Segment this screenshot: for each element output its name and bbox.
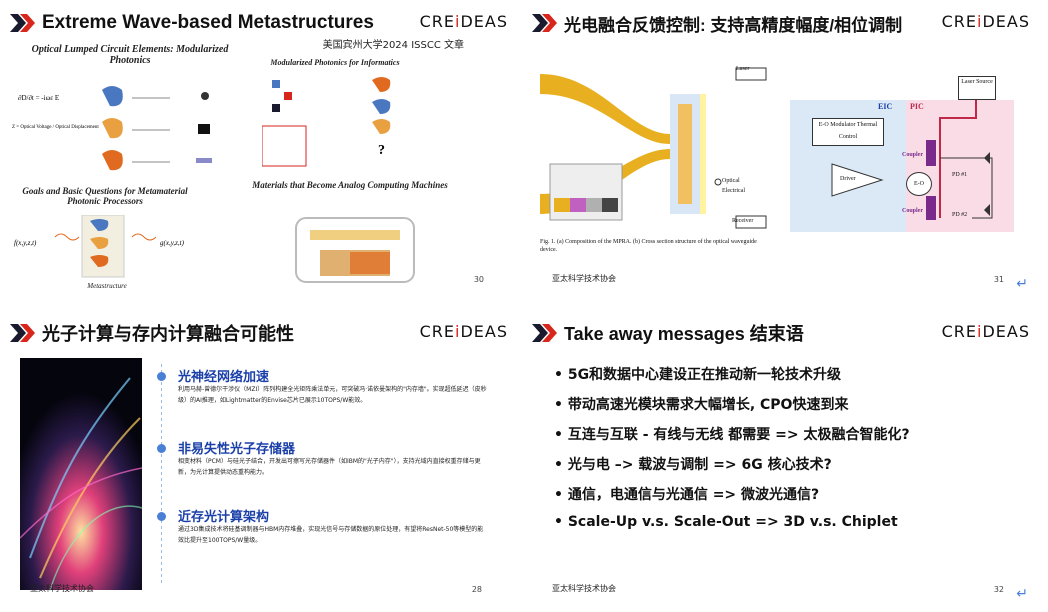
return-icon: ↵ bbox=[1016, 586, 1028, 602]
logo-text: CREiDEAS bbox=[419, 322, 508, 341]
coupler-bottom-shape bbox=[926, 196, 936, 220]
page-number: 28 bbox=[471, 585, 482, 594]
pd2-label: PD #2 bbox=[952, 212, 968, 218]
item-body: 通过3D集成技术将硅基调制器与HBM内存堆叠，实现光信号与存储数据的原位处理，有… bbox=[178, 526, 484, 544]
bullet-item: • Scale-Up v.s. Scale-Out => 3D v.s. Chi… bbox=[554, 514, 898, 530]
slide-2: 光电融合反馈控制: 支持高精度幅度/相位调制 CREiDEAS Laser Re… bbox=[522, 0, 1036, 296]
item-body: 利用马赫-曾德尔干涉仪（MZI）阵列构建全光矩阵乘法单元，可突破冯·诺依曼架构的… bbox=[178, 386, 487, 404]
bullet-item: • 通信，电通信与光通信 => 微波光通信? bbox=[554, 487, 820, 503]
pic-region bbox=[906, 100, 1014, 232]
chevron-icon bbox=[10, 322, 36, 344]
optical-fiber-photo bbox=[20, 358, 142, 590]
chevron-icon bbox=[10, 12, 36, 34]
slide-subtitle: 美国宾州大学2024 ISSCC 文章 bbox=[322, 40, 464, 51]
slide-3-title-row: 光子计算与存内计算融合可能性 bbox=[10, 320, 294, 346]
svg-text:f(x,y,z,t): f(x,y,z,t) bbox=[14, 239, 37, 247]
slide-2-title-row: 光电融合反馈控制: 支持高精度幅度/相位调制 bbox=[532, 10, 902, 36]
laser-block: Laser bbox=[736, 66, 750, 72]
item-heading: 光神经网络加速 bbox=[178, 370, 270, 385]
timeline-dot bbox=[157, 512, 166, 521]
eo-block: E-O bbox=[906, 172, 932, 196]
bullet-text: 通信，电通信与光通信 => 微波光通信? bbox=[567, 487, 820, 503]
slide-4: Take away messages 结束语 CREiDEAS • 5G和数据中… bbox=[522, 310, 1036, 606]
figure-caption: Fig. 1. (a) Composition of the MPRA. (b)… bbox=[540, 239, 757, 253]
page-number: 30 bbox=[473, 275, 484, 284]
driver-label: Driver bbox=[840, 176, 856, 182]
logo: CREiDEAS bbox=[942, 12, 1030, 31]
panel-title-lumped: Optical Lumped Circuit Elements: Modular… bbox=[31, 44, 229, 66]
footer-org: 亚太科学技术协会 bbox=[552, 584, 616, 593]
return-icon: ↵ bbox=[1016, 276, 1028, 292]
panel-title-goals: Goals and Basic Questions for Metamateri… bbox=[22, 186, 188, 206]
svg-text:?: ? bbox=[378, 143, 385, 158]
bullet-text: 带动高速光模块需求大幅增长, CPO快速到来 bbox=[567, 397, 849, 413]
laser-source-block: Laser Source bbox=[958, 76, 996, 100]
modulator-block: E-O Modulator Thermal Control bbox=[812, 118, 884, 146]
mpra-figure bbox=[540, 67, 767, 229]
chevron-icon bbox=[532, 12, 558, 34]
goals-figure: f(x,y,z,t) g(x,y,z,t) bbox=[14, 215, 185, 278]
timeline-line bbox=[161, 364, 162, 584]
item-heading: 非易失性光子存储器 bbox=[178, 442, 296, 457]
pic-wiring bbox=[939, 100, 993, 219]
bullet-text: 光与电 –> 载波与调制 => 6G 核心技术? bbox=[567, 457, 832, 473]
panel-title-materials: Materials that Become Analog Computing M… bbox=[252, 180, 448, 190]
timeline-dot bbox=[157, 372, 166, 381]
footer-org: 亚太科学技术协会 bbox=[552, 274, 616, 283]
svg-text:g(x,y,z,t): g(x,y,z,t) bbox=[160, 239, 185, 247]
legend-optical: Optical bbox=[722, 178, 740, 184]
coupler-bottom-label: Coupler bbox=[902, 208, 923, 214]
pd1-label: PD #1 bbox=[952, 172, 968, 178]
timeline-dot bbox=[157, 444, 166, 453]
slide-title: Take away messages 结束语 bbox=[564, 324, 804, 344]
bullet-text: Scale-Up v.s. Scale-Out => 3D v.s. Chipl… bbox=[567, 514, 898, 530]
legend-electrical: Electrical bbox=[722, 188, 745, 194]
lumped-elements-figure: ∂D/∂t = -iωε E Z = Optical Voltage / Opt… bbox=[12, 86, 212, 171]
logo: CREiDEAS bbox=[942, 322, 1030, 341]
analog-computing-figure bbox=[295, 217, 415, 283]
coupler-top-shape bbox=[926, 140, 936, 166]
logo: CREiDEAS bbox=[420, 12, 508, 31]
bullet-item: • 带动高速光模块需求大幅增长, CPO快速到来 bbox=[554, 397, 849, 413]
receiver-block: Receiver bbox=[732, 218, 754, 224]
footer-org: 亚太科学技术协会 bbox=[30, 584, 94, 593]
pic-label: PIC bbox=[910, 102, 924, 111]
logo-text: CREiDEAS bbox=[941, 12, 1030, 31]
logo-text: CREiDEAS bbox=[419, 12, 508, 31]
panel-title-informatics: Modularized Photonics for Informatics bbox=[270, 58, 400, 67]
bullet-item: • 光与电 –> 载波与调制 => 6G 核心技术? bbox=[554, 457, 832, 473]
bullet-text: 互连与互联 - 有线与无线 都需要 => 太极融合智能化? bbox=[567, 427, 910, 443]
logo-text: CREiDEAS bbox=[941, 322, 1030, 341]
page-number: 32 bbox=[993, 585, 1004, 594]
bullet-item: • 互连与互联 - 有线与无线 都需要 => 太极融合智能化? bbox=[554, 427, 910, 443]
chevron-icon bbox=[532, 322, 558, 344]
slide-title: 光电融合反馈控制: 支持高精度幅度/相位调制 bbox=[564, 15, 903, 35]
slide-4-title-row: Take away messages 结束语 bbox=[532, 320, 804, 346]
page-number: 31 bbox=[993, 275, 1004, 284]
slide-title: Extreme Wave-based Metastructures bbox=[42, 12, 374, 33]
bullet-item: • 5G和数据中心建设正在推动新一轮技术升级 bbox=[554, 367, 842, 383]
svg-text:Z = Optical Voltage / Optical: Z = Optical Voltage / Optical Displaceme… bbox=[12, 125, 99, 130]
logo: CREiDEAS bbox=[420, 322, 508, 341]
coupler-top-label: Coupler bbox=[902, 152, 923, 158]
slide-1: Extreme Wave-based Metastructures CREiDE… bbox=[0, 0, 514, 296]
slide-1-title-row: Extreme Wave-based Metastructures bbox=[10, 10, 374, 36]
slide-title: 光子计算与存内计算融合可能性 bbox=[42, 324, 294, 344]
svg-text:∂D/∂t = -iωε E: ∂D/∂t = -iωε E bbox=[18, 94, 59, 102]
item-heading: 近存光计算架构 bbox=[178, 510, 270, 525]
eic-label: EIC bbox=[878, 102, 893, 111]
item-body: 相变材料（PCM）与硅光子结合，开发出可擦写光存储器件（如IBM的"光子内存"）… bbox=[178, 458, 481, 476]
metastructure-label: Metastructure bbox=[87, 282, 127, 290]
slide-3: 光子计算与存内计算融合可能性 CREiDEAS 光神经网络加速 利用马赫-曾德尔… bbox=[0, 310, 514, 606]
informatics-figure: ? bbox=[262, 77, 391, 167]
bullet-text: 5G和数据中心建设正在推动新一轮技术升级 bbox=[567, 367, 842, 383]
driver-triangle bbox=[831, 163, 884, 197]
